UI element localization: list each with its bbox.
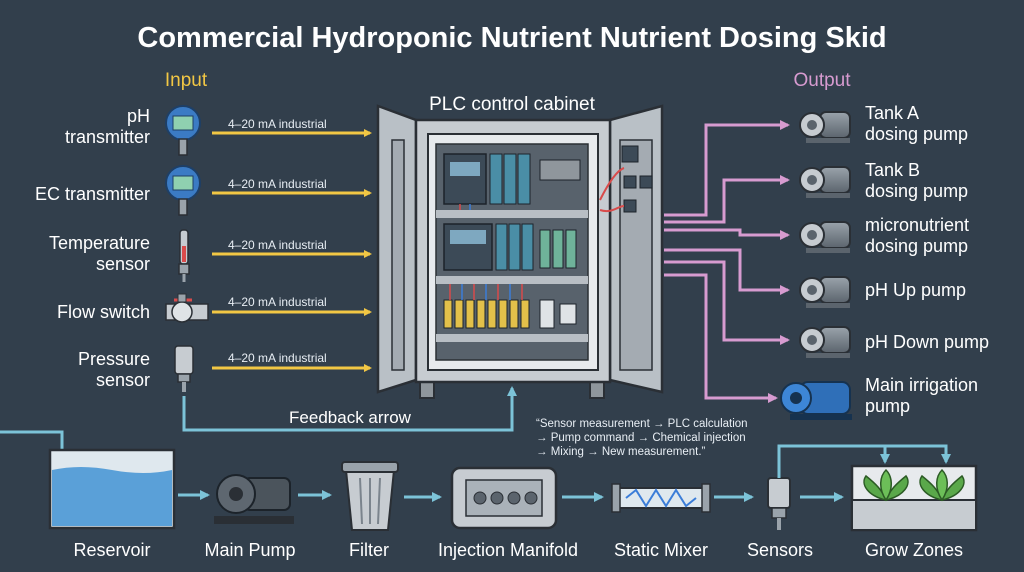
input-label-line1: Pressure bbox=[78, 349, 150, 369]
input-signal-label: 4–20 mA industrial bbox=[228, 238, 327, 252]
dosing-pump-icon bbox=[799, 221, 851, 253]
output-label-line1: Tank B bbox=[865, 160, 920, 180]
injection-manifold-icon bbox=[450, 466, 558, 530]
output-row-0: Tank A dosing pump bbox=[799, 103, 968, 144]
feedback-label: Feedback arrow bbox=[289, 408, 412, 427]
ec-transmitter-icon bbox=[165, 165, 201, 216]
output-label-line1: pH Up pump bbox=[865, 280, 966, 300]
flow-label-grow-zones: Grow Zones bbox=[865, 540, 963, 560]
input-label-line1: Flow switch bbox=[57, 302, 150, 322]
output-row-4: pH Down pump bbox=[799, 326, 989, 358]
dosing-pump-icon bbox=[799, 166, 851, 198]
flow-switch-icon bbox=[165, 293, 209, 323]
grow-zones-icon bbox=[850, 464, 978, 532]
flow-label-sensors: Sensors bbox=[747, 540, 813, 560]
pressure-sensor-icon bbox=[174, 345, 194, 392]
input-row-2: Temperature sensor 4–20 mA industrial bbox=[49, 229, 372, 282]
dosing-pump-icon bbox=[799, 276, 851, 308]
output-header: Output bbox=[793, 70, 851, 91]
output-arrow bbox=[664, 260, 790, 345]
dosing-pump-icon bbox=[799, 111, 851, 143]
feedback-arrow: Feedback arrow bbox=[182, 386, 517, 432]
output-arrow bbox=[664, 248, 790, 295]
cabinet-label: PLC control cabinet bbox=[429, 94, 596, 115]
input-label-line2: transmitter bbox=[65, 127, 150, 147]
note-line: → Pump command → Chemical injection bbox=[536, 432, 746, 444]
main-pump-icon bbox=[214, 474, 294, 524]
output-row-5: Main irrigation pump bbox=[780, 375, 978, 420]
input-signal-label: 4–20 mA industrial bbox=[228, 295, 327, 309]
input-label-line1: pH bbox=[127, 106, 150, 126]
flow-label-main-pump: Main Pump bbox=[204, 540, 295, 560]
input-label-line1: Temperature bbox=[49, 233, 150, 253]
flow-label-static-mixer: Static Mixer bbox=[614, 540, 708, 560]
input-signal-label: 4–20 mA industrial bbox=[228, 117, 327, 131]
flow-label-injection-manifold: Injection Manifold bbox=[438, 540, 578, 560]
input-label-line1: EC transmitter bbox=[35, 184, 150, 204]
output-label-line1: pH Down pump bbox=[865, 332, 989, 352]
reservoir-icon bbox=[48, 448, 176, 530]
output-label-line2: dosing pump bbox=[865, 124, 968, 144]
temperature-sensor-icon bbox=[178, 229, 190, 282]
filter-icon bbox=[341, 461, 399, 531]
input-label-line2: sensor bbox=[96, 254, 150, 274]
input-row-3: Flow switch 4–20 mA industrial bbox=[57, 293, 372, 323]
output-arrow bbox=[664, 273, 778, 403]
sensors-icon bbox=[767, 477, 791, 530]
output-row-2: micronutrient dosing pump bbox=[799, 215, 969, 256]
irrigation-pump-icon bbox=[780, 381, 852, 420]
process-flow: Reservoir Main Pump Filter Injection Man… bbox=[0, 430, 978, 560]
input-header: Input bbox=[165, 70, 208, 91]
output-row-1: Tank B dosing pump bbox=[799, 160, 968, 201]
note-line: → Mixing → New measurement.” bbox=[536, 446, 706, 458]
flow-arrows bbox=[178, 490, 844, 502]
output-arrows bbox=[664, 120, 790, 403]
output-label-line1: micronutrient bbox=[865, 215, 969, 235]
note-line: “Sensor measurement → PLC calculation bbox=[536, 418, 748, 430]
output-arrow bbox=[664, 228, 790, 240]
input-label-line2: sensor bbox=[96, 370, 150, 390]
plc-cabinet bbox=[376, 104, 664, 399]
output-arrow bbox=[664, 120, 790, 217]
flow-label-filter: Filter bbox=[349, 540, 389, 560]
input-row-0: pH transmitter 4–20 mA industrial bbox=[65, 105, 372, 156]
flow-label-reservoir: Reservoir bbox=[73, 540, 150, 560]
input-signal-label: 4–20 mA industrial bbox=[228, 177, 327, 191]
input-signal-label: 4–20 mA industrial bbox=[228, 351, 327, 365]
output-label-line1: Tank A bbox=[865, 103, 919, 123]
input-row-4: Pressure sensor 4–20 mA industrial bbox=[78, 345, 372, 392]
output-label-line2: dosing pump bbox=[865, 236, 968, 256]
output-arrow bbox=[664, 175, 790, 224]
page-title: Commercial Hydroponic Nutrient Nutrient … bbox=[137, 22, 886, 54]
sensor-return-pipe bbox=[777, 444, 951, 478]
static-mixer-icon bbox=[611, 483, 711, 513]
input-row-1: EC transmitter 4–20 mA industrial bbox=[35, 165, 372, 216]
output-label-line2: dosing pump bbox=[865, 181, 968, 201]
output-label-line1: Main irrigation bbox=[865, 375, 978, 395]
dosing-pump-icon bbox=[799, 326, 851, 358]
output-row-3: pH Up pump bbox=[799, 276, 966, 308]
output-label-line2: pump bbox=[865, 396, 910, 416]
ph-transmitter-icon bbox=[165, 105, 201, 156]
loop-note: “Sensor measurement → PLC calculation → … bbox=[536, 418, 748, 458]
